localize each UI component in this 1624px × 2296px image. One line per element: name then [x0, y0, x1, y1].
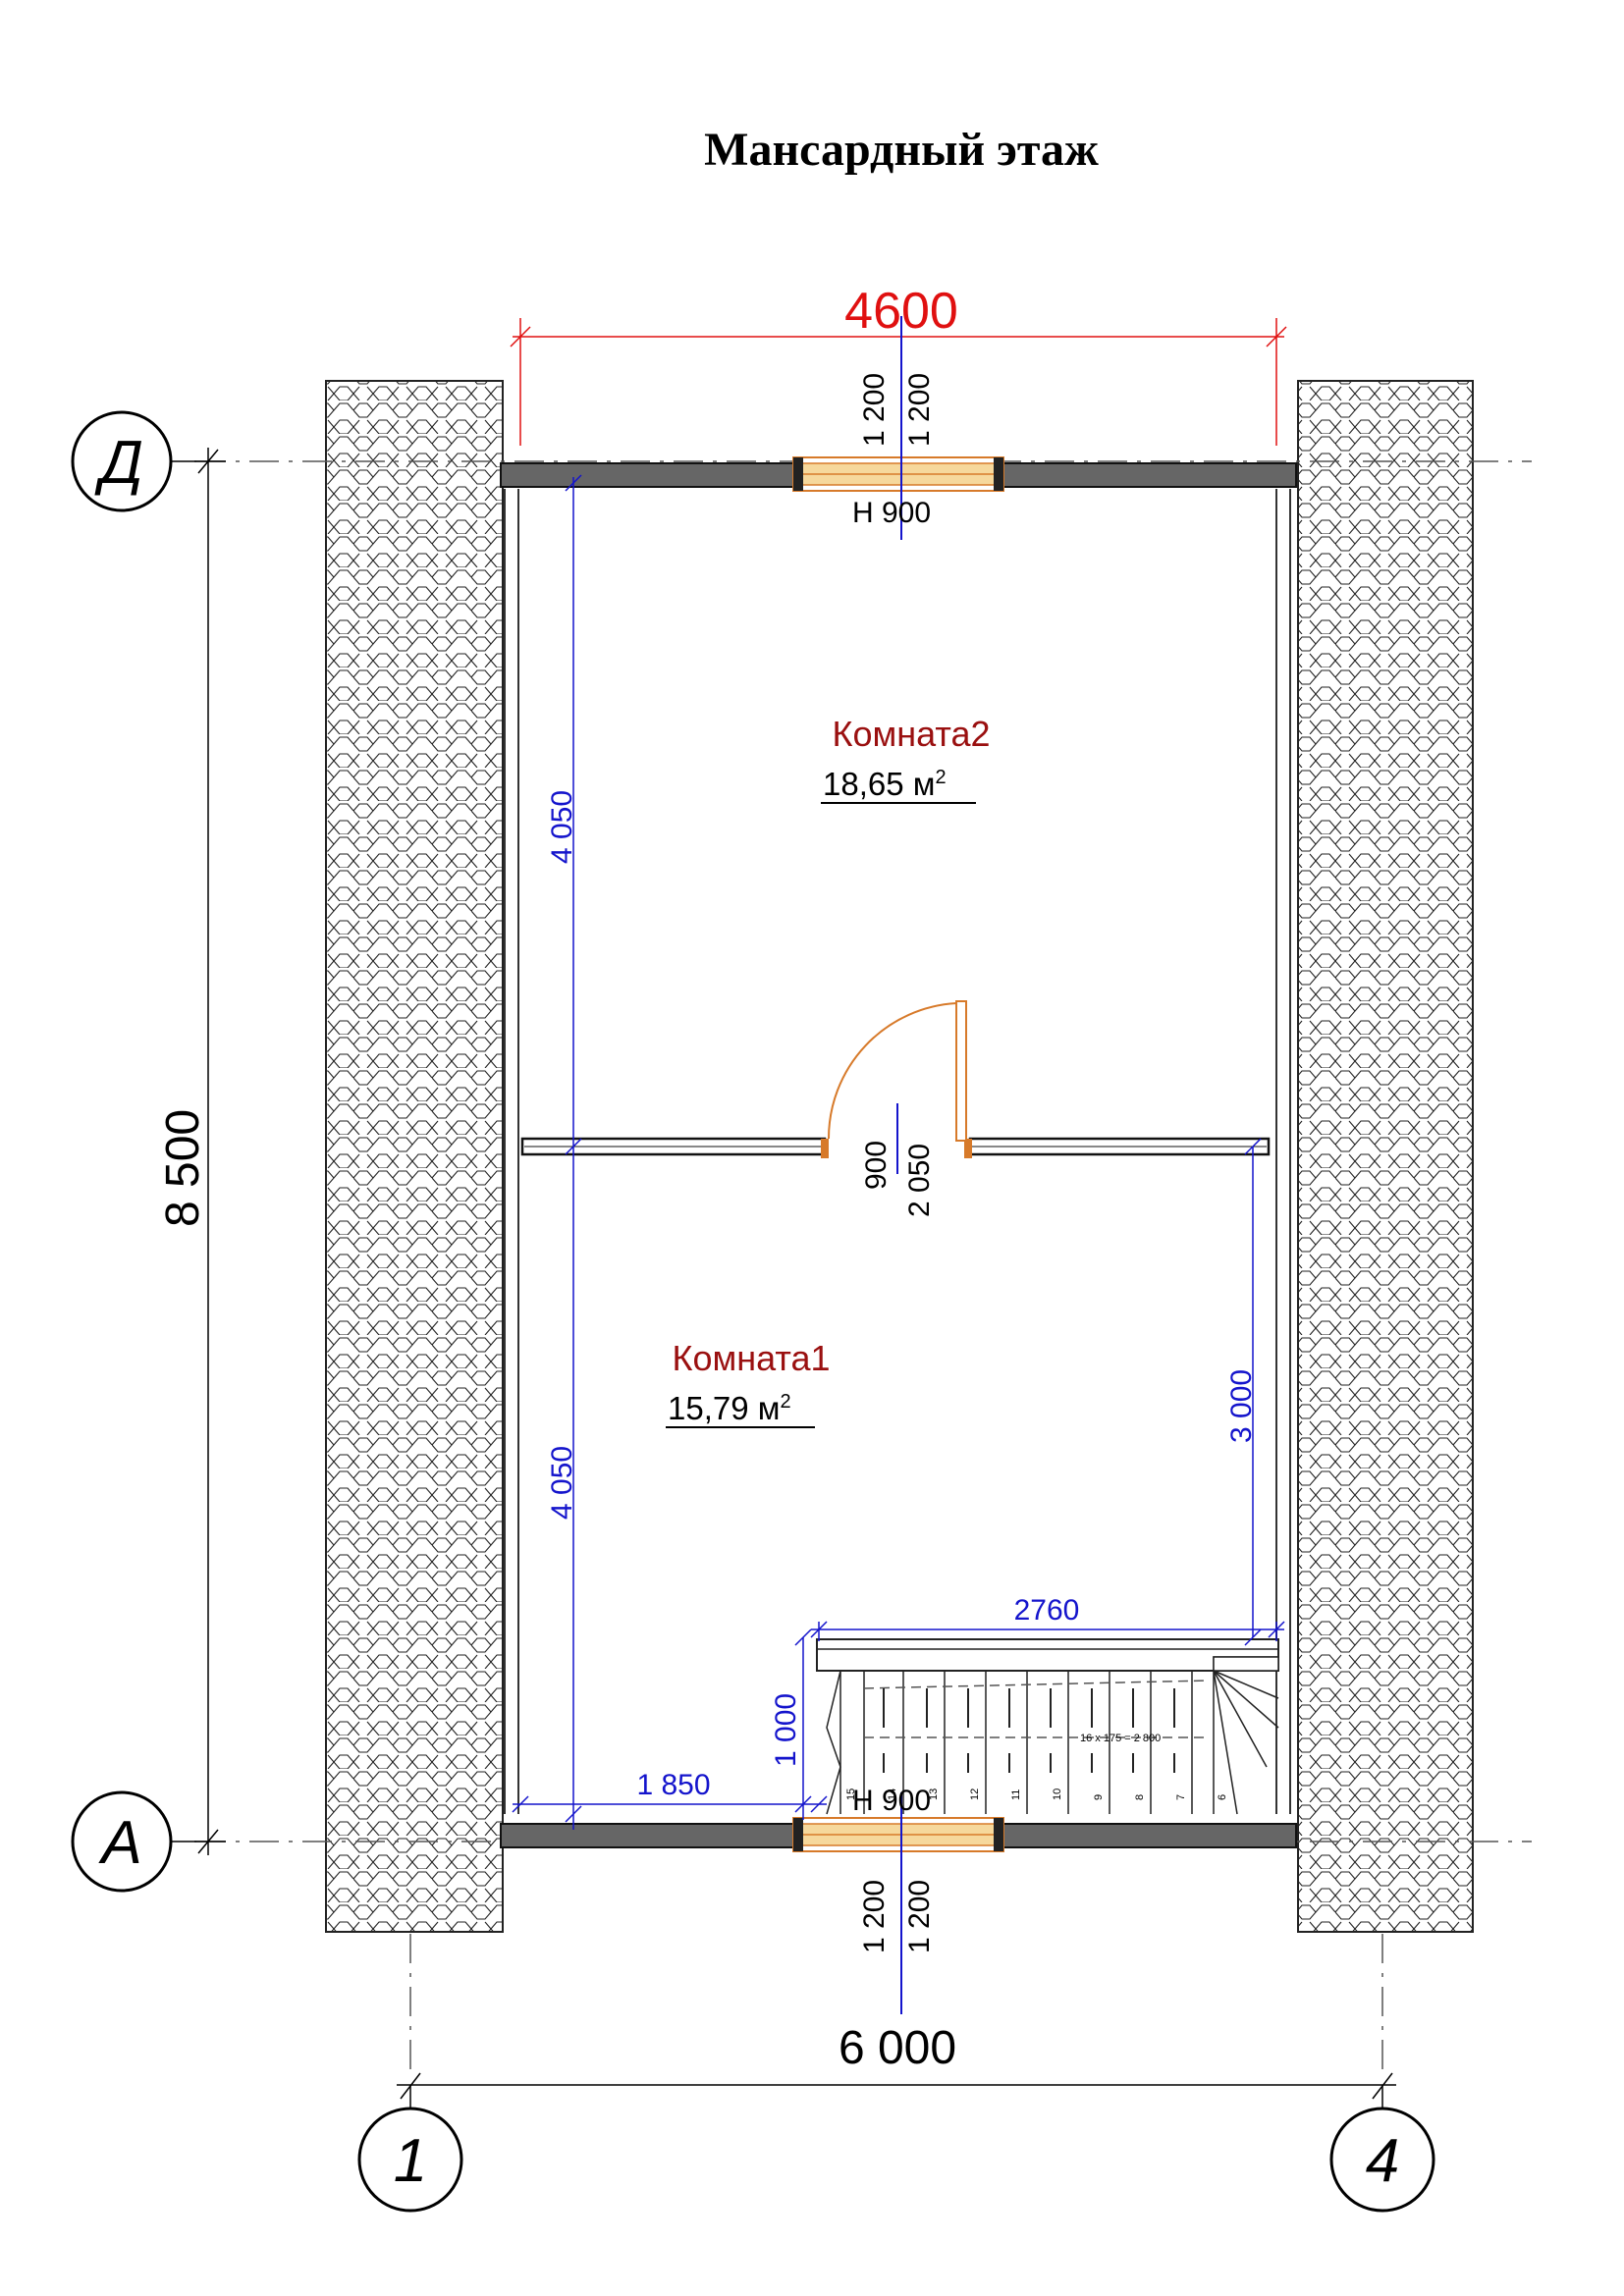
- bottom-window: [792, 1817, 1004, 1852]
- room1-height: 4 050: [546, 1446, 578, 1520]
- room2-area: 18,65 м2: [823, 766, 947, 802]
- bottom-window-sill: Н 900: [852, 1785, 931, 1817]
- stair-step-number: 13: [928, 1789, 940, 1800]
- dimension-left-vertical: [565, 474, 582, 1830]
- stair-step-number: 10: [1052, 1789, 1063, 1800]
- room2-height: 4 050: [546, 790, 578, 864]
- dimension-stair-right: [1244, 1138, 1262, 1646]
- axis-label-A: А: [97, 1809, 141, 1877]
- inner-wall-lines: [504, 489, 1291, 1814]
- stair-height-right: 3 000: [1225, 1369, 1258, 1443]
- dimension-4600: [510, 318, 1287, 446]
- axis-bubble-1: [357, 2085, 463, 2213]
- room1-area: 15,79 м2: [668, 1390, 791, 1426]
- stair-step-number: 15: [845, 1789, 857, 1800]
- stair-step-number: 8: [1134, 1794, 1146, 1800]
- drawing-title: Мансардный этаж: [704, 124, 1099, 176]
- overall-width: 6 000: [839, 2022, 956, 2074]
- bottom-window-width: 1 200: [858, 1880, 891, 1953]
- top-window: [792, 456, 1004, 492]
- stair-step-number: 12: [969, 1789, 981, 1800]
- right-roof-strip: [1297, 380, 1474, 1933]
- stair-step-number: 6: [1217, 1794, 1228, 1800]
- room2-name: Комната2: [833, 714, 991, 754]
- axis-bubble-D: [71, 410, 196, 512]
- bottom-offset: 1 850: [636, 1769, 710, 1801]
- dimension-1850: [512, 1795, 828, 1813]
- partition-wall: [520, 1137, 1271, 1158]
- axis-label-1: 1: [394, 2127, 427, 2195]
- door-width: 900: [860, 1141, 893, 1190]
- door-height: 2 050: [903, 1144, 936, 1217]
- axis-label-4: 4: [1366, 2127, 1399, 2195]
- stair-treads: [863, 1671, 1193, 1814]
- staircase: [816, 1638, 1279, 1815]
- axis-bubble-A: [71, 1790, 196, 1893]
- top-window-sill: Н 900: [852, 497, 931, 529]
- stair-step-number: 14: [887, 1789, 898, 1800]
- axis-gridlines: [196, 460, 1532, 2071]
- dimension-6000: [397, 2072, 1396, 2100]
- stair-step-number: 11: [1010, 1789, 1022, 1800]
- stair-step-number: 9: [1093, 1794, 1105, 1800]
- stair-step-numbers: 15 14 13 12 11 10 9 8 7 6: [845, 1789, 1228, 1800]
- stair-note: 16 x 175 = 2 800: [1080, 1733, 1161, 1744]
- bottom-wall: [500, 1823, 1297, 1848]
- left-roof-strip: [325, 380, 504, 1933]
- room1-name: Комната1: [673, 1338, 831, 1378]
- dimension-8500: [194, 448, 226, 1855]
- interior-door: [827, 1000, 967, 1142]
- axis-label-D: Д: [94, 429, 143, 497]
- stair-width-label: 2760: [1014, 1594, 1080, 1627]
- axis-bubble-4: [1329, 2085, 1435, 2213]
- bottom-window-height: 1 200: [903, 1880, 936, 1953]
- overall-height: 8 500: [157, 1109, 209, 1227]
- dimension-2760: [810, 1621, 1285, 1641]
- stair-step-number: 7: [1175, 1794, 1187, 1800]
- stair-depth: 1 000: [770, 1693, 802, 1767]
- top-window-height: 1 200: [903, 373, 936, 447]
- top-window-width: 1 200: [858, 373, 891, 447]
